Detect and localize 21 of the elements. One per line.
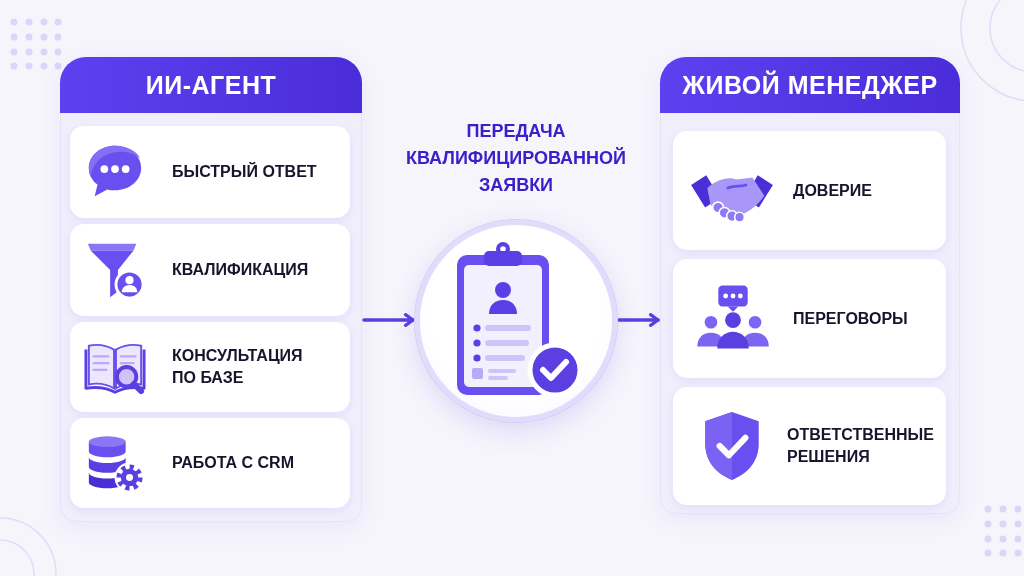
- arrow: [362, 313, 415, 327]
- feature-card: [70, 418, 350, 508]
- panel-header: ИИ-АГЕНТ: [60, 57, 362, 113]
- card-label: БЫСТРЫЙ ОТВЕТ: [172, 161, 318, 182]
- card-label: КОНСУЛЬТАЦИЯ ПО БАЗЕ: [172, 345, 304, 388]
- arrow: [617, 313, 660, 327]
- card-label: ОТВЕТСТВЕННЫЕ РЕШЕНИЯ: [787, 424, 935, 467]
- feature-card: [673, 259, 946, 378]
- feature-card: [673, 387, 946, 505]
- feature-card: [673, 131, 946, 250]
- panel: [660, 57, 960, 514]
- panel-header: ЖИВОЙ МЕНЕДЖЕР: [660, 57, 960, 113]
- card-label: РАБОТА С CRM: [172, 452, 295, 473]
- feature-card: [70, 224, 350, 316]
- card-label: ПЕРЕГОВОРЫ: [793, 308, 909, 329]
- card-label: КВАЛИФИКАЦИЯ: [172, 259, 310, 280]
- card-label: ДОВЕРИЕ: [793, 180, 873, 201]
- panel: [60, 57, 362, 522]
- step-heading: ПЕРЕДАЧА КВАЛИФИЦИРОВАННОЙ ЗАЯВКИ: [404, 120, 628, 197]
- feature-card: [70, 322, 350, 412]
- feature-card: [70, 126, 350, 218]
